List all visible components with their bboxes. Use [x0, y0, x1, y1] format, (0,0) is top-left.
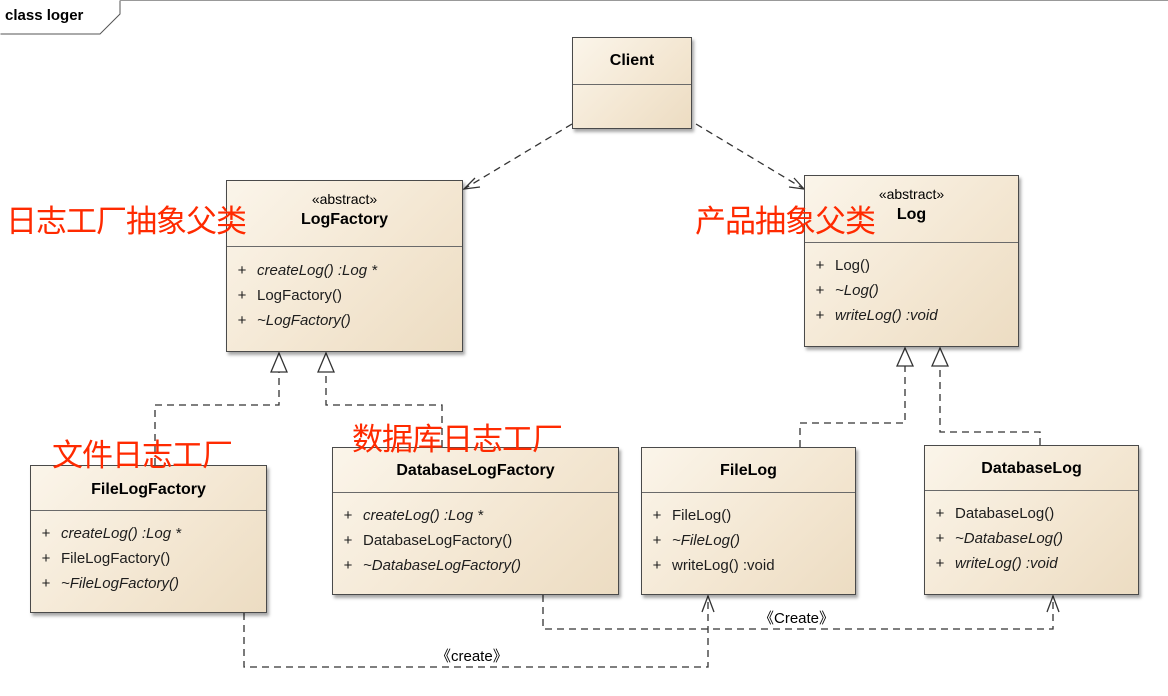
class-name-filelogfactory: FileLogFactory — [91, 481, 206, 498]
create-dependency-file — [243, 596, 709, 668]
class-databaselogfactory[interactable]: DatabaseLogFactory +createLog() :Log * +… — [332, 447, 619, 595]
class-name-logfactory: LogFactory — [300, 211, 389, 228]
op-filelogfactory-createlog[interactable]: +createLog() :Log * — [41, 525, 182, 542]
realization-head-databaselog — [930, 346, 950, 367]
op-databaselog-constructor[interactable]: +DatabaseLog() — [935, 505, 1055, 522]
class-client[interactable]: Client — [572, 37, 692, 129]
frame-label: class loger — [5, 7, 84, 24]
create-arrowhead-database — [1046, 594, 1060, 613]
op-databaselog-writelog[interactable]: +writeLog() :void — [935, 555, 1058, 572]
class-name-filelog: FileLog — [720, 462, 777, 479]
arrowhead-log — [788, 177, 806, 190]
op-databaselog-destructor[interactable]: +~DatabaseLog() — [935, 530, 1063, 547]
realization-filelogfactory — [154, 372, 280, 465]
op-filelogfactory-constructor[interactable]: +FileLogFactory() — [41, 550, 171, 567]
realization-head-filelog — [895, 346, 915, 367]
arrowhead-logfactory — [462, 177, 481, 190]
stereotype-logfactory: «abstract» — [311, 191, 378, 207]
stereotype-log: «abstract» — [878, 186, 945, 202]
frame-boundary — [0, 0, 121, 35]
label-create-file: 《create》 — [436, 648, 508, 665]
op-filelog-writelog[interactable]: +writeLog() :void — [652, 557, 775, 574]
class-filelogfactory[interactable]: FileLogFactory +createLog() :Log * +File… — [30, 465, 267, 613]
realization-databaselogfactory — [325, 372, 443, 447]
dependency-client-log — [695, 123, 805, 190]
op-logfactory-createlog[interactable]: +createLog() :Log * — [237, 262, 378, 279]
annotation-log: 产品抽象父类 — [695, 204, 876, 240]
class-name-databaselog: DatabaseLog — [981, 460, 1082, 477]
class-name-databaselogfactory: DatabaseLogFactory — [396, 462, 555, 479]
op-log-writelog[interactable]: +writeLog() :void — [815, 307, 938, 324]
op-logfactory-destructor[interactable]: +~LogFactory() — [237, 312, 351, 329]
annotation-databaselogfactory: 数据库日志工厂 — [352, 422, 563, 458]
label-create-database: 《Create》 — [759, 610, 835, 627]
realization-head-databaselogfactory — [317, 351, 335, 373]
realization-databaselog — [939, 366, 1041, 445]
create-arrowhead-file — [701, 594, 715, 613]
class-name-log: Log — [896, 206, 927, 223]
class-databaselog[interactable]: DatabaseLog +DatabaseLog() +~DatabaseLog… — [924, 445, 1139, 595]
class-name-client: Client — [609, 52, 655, 69]
op-databaselogfactory-constructor[interactable]: +DatabaseLogFactory() — [343, 532, 513, 549]
create-dependency-database — [542, 595, 1054, 630]
annotation-logfactory: 日志工厂抽象父类 — [6, 204, 247, 240]
op-log-destructor[interactable]: +~Log() — [815, 282, 879, 299]
class-log[interactable]: «abstract» Log +Log() +~Log() +writeLog(… — [804, 175, 1019, 347]
op-databaselogfactory-createlog[interactable]: +createLog() :Log * — [343, 507, 484, 524]
dependency-client-logfactory — [463, 123, 573, 190]
annotation-filelogfactory: 文件日志工厂 — [52, 438, 233, 474]
op-filelogfactory-destructor[interactable]: +~FileLogFactory() — [41, 575, 179, 592]
op-log-constructor[interactable]: +Log() — [815, 257, 871, 274]
class-logfactory[interactable]: «abstract» LogFactory +createLog() :Log … — [226, 180, 463, 352]
class-filelog[interactable]: FileLog +FileLog() +~FileLog() +writeLog… — [641, 447, 856, 595]
realization-filelog — [799, 366, 906, 447]
frame-tab: class loger — [0, 0, 120, 33]
op-filelog-destructor[interactable]: +~FileLog() — [652, 532, 740, 549]
op-filelog-constructor[interactable]: +FileLog() — [652, 507, 732, 524]
op-databaselogfactory-destructor[interactable]: +~DatabaseLogFactory() — [343, 557, 521, 574]
realization-head-filelogfactory — [270, 351, 288, 373]
op-logfactory-constructor[interactable]: +LogFactory() — [237, 287, 343, 304]
